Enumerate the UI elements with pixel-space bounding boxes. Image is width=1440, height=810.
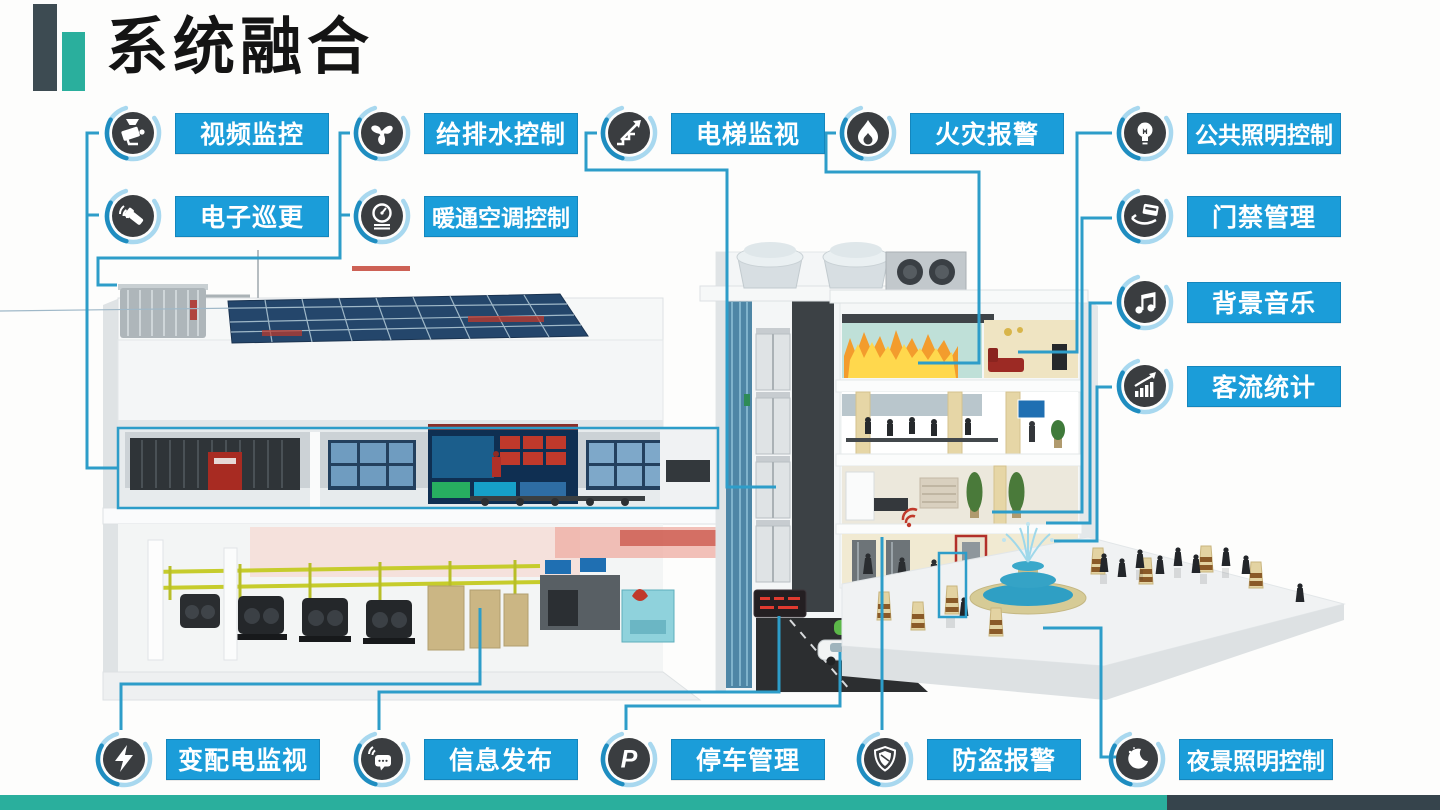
music-note-icon <box>1113 270 1177 334</box>
system-badge-access-card: 门禁管理 <box>1113 184 1341 248</box>
system-label: 电子巡更 <box>175 195 329 237</box>
system-label: 背景音乐 <box>1187 281 1341 323</box>
patrol-flashlight-icon <box>101 184 165 248</box>
system-label: 夜景照明控制 <box>1179 738 1333 780</box>
visitor-chart-icon <box>1113 354 1177 418</box>
moon-icon <box>1105 727 1169 791</box>
system-badge-moon: 夜景照明控制 <box>1105 727 1333 791</box>
message-bubble-icon <box>350 727 414 791</box>
system-badge-visitor-chart: 客流统计 <box>1113 354 1341 418</box>
flame-icon <box>836 101 900 165</box>
footer-bar-dark <box>1167 795 1440 810</box>
system-badge-lightning: 变配电监视 <box>92 727 320 791</box>
lightning-icon <box>92 727 156 791</box>
system-badge-escalator: 电梯监视 <box>597 101 825 165</box>
page-title: 系统融合 <box>106 13 375 82</box>
escalator-icon <box>597 101 661 165</box>
system-badge-cctv-camera: 视频监控 <box>101 101 329 165</box>
system-badge-fan: 给排水控制 <box>350 101 578 165</box>
system-label: 客流统计 <box>1187 365 1341 407</box>
title-accent-bar-dark <box>33 4 57 91</box>
left-wing-building <box>0 250 742 701</box>
footer-bar-teal <box>0 795 1167 810</box>
fan-icon <box>350 101 414 165</box>
connector-lines <box>85 131 1121 759</box>
system-label: 停车管理 <box>671 738 825 780</box>
system-label: 视频监控 <box>175 112 329 154</box>
light-bulb-icon <box>1113 101 1177 165</box>
parking-p-icon <box>597 727 661 791</box>
system-label: 电梯监视 <box>671 112 825 154</box>
right-wing-building <box>829 289 1098 592</box>
system-label: 防盗报警 <box>927 738 1081 780</box>
system-label: 火灾报警 <box>910 112 1064 154</box>
system-badge-parking-p: 停车管理 <box>597 727 825 791</box>
system-badge-light-bulb: 公共照明控制 <box>1113 101 1341 165</box>
system-label: 公共照明控制 <box>1187 112 1341 154</box>
system-badge-music-note: 背景音乐 <box>1113 270 1341 334</box>
system-badge-shield: 防盗报警 <box>853 727 1081 791</box>
system-label: 变配电监视 <box>166 738 320 780</box>
system-badge-gauge: 暖通空调控制 <box>350 184 578 248</box>
plaza <box>841 522 1346 700</box>
system-label: 给排水控制 <box>424 112 578 154</box>
system-badge-patrol-flashlight: 电子巡更 <box>101 184 329 248</box>
system-label: 门禁管理 <box>1187 195 1341 237</box>
system-badge-flame: 火灾报警 <box>836 101 1064 165</box>
shield-icon <box>853 727 917 791</box>
system-badge-message-bubble: 信息发布 <box>350 727 578 791</box>
cctv-camera-icon <box>101 101 165 165</box>
access-card-icon <box>1113 184 1177 248</box>
system-label: 信息发布 <box>424 738 578 780</box>
gauge-icon <box>350 184 414 248</box>
title-accent-bar-teal <box>62 32 85 91</box>
system-label: 暖通空调控制 <box>424 195 578 237</box>
